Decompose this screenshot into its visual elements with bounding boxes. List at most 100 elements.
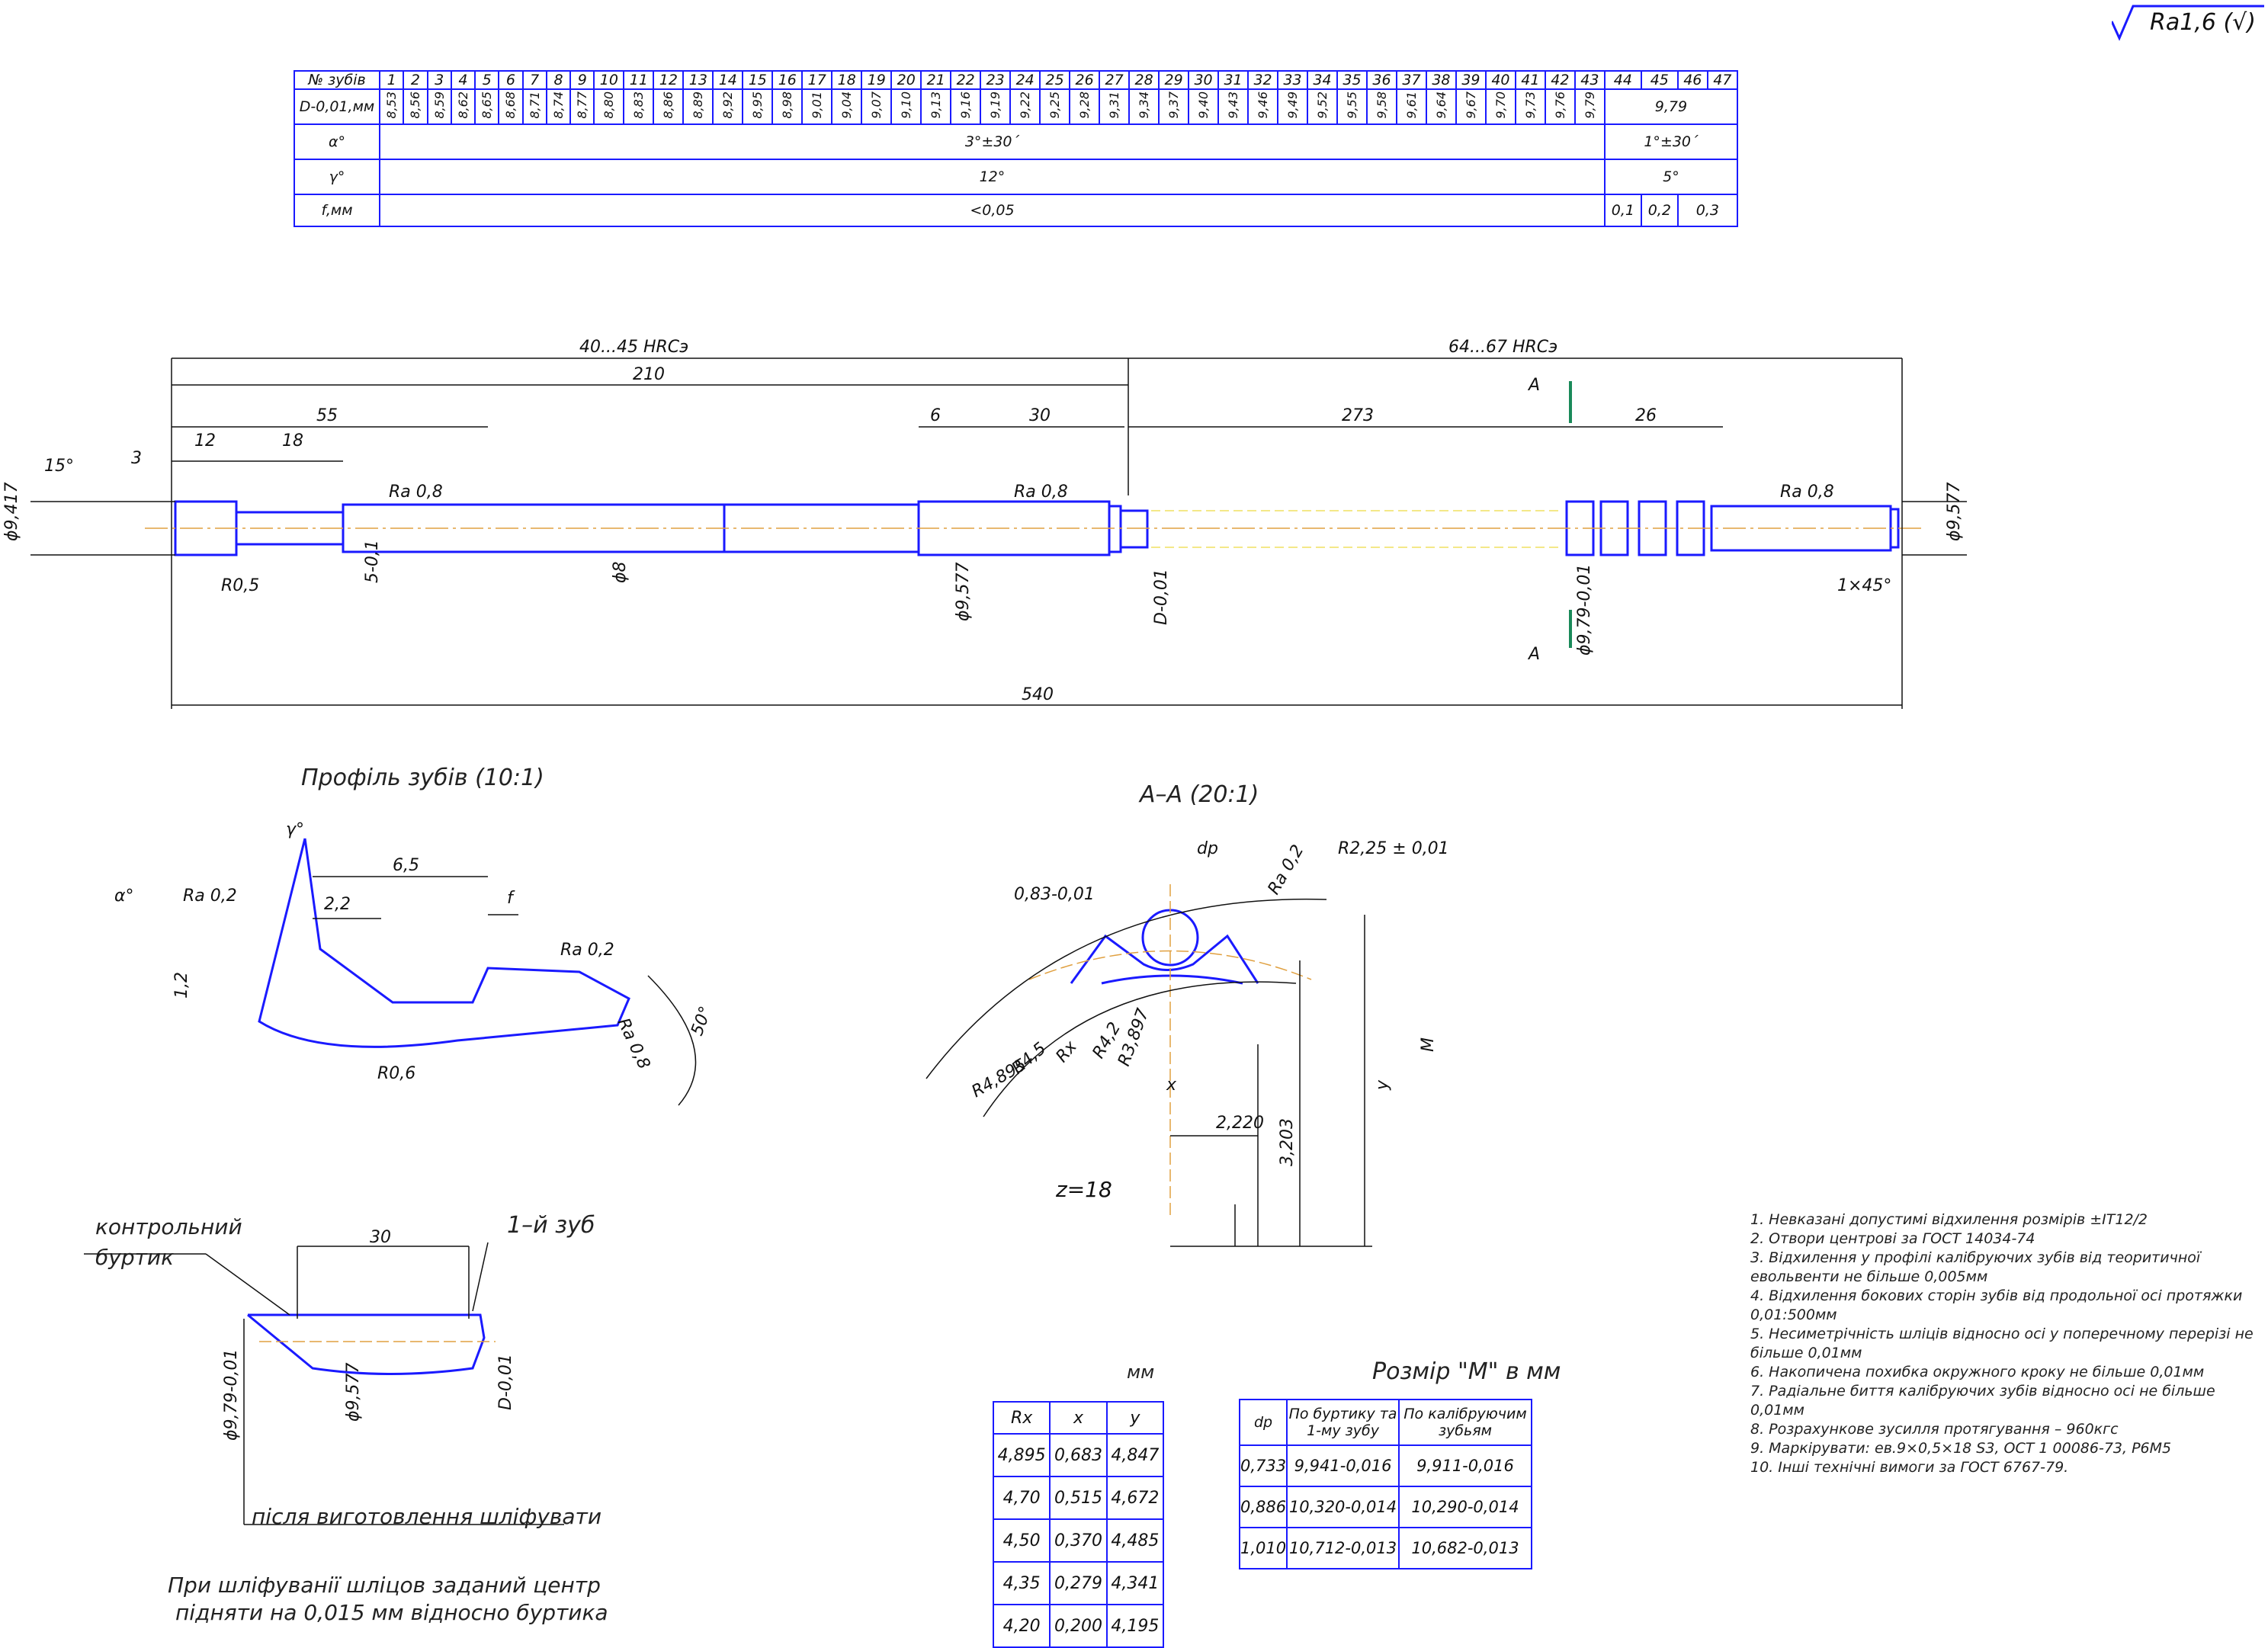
dim-540: 540 bbox=[1022, 685, 1054, 704]
tooth-number: 29 bbox=[1158, 70, 1190, 90]
tooth-number: 47 bbox=[1706, 70, 1739, 90]
roughness-check-icon bbox=[2112, 5, 2264, 41]
broach-main-view: 40...45 HRCэ 64...67 HRCэ 210 273 26 55 … bbox=[2, 338, 1967, 709]
dim-18: 18 bbox=[282, 431, 303, 450]
label-rx: Rx bbox=[1052, 1037, 1081, 1066]
tooth-number: 20 bbox=[890, 70, 922, 90]
note-item: 2. Отвори центрові за ГОСТ 14034-74 bbox=[1750, 1230, 2035, 1247]
label-dp: dp bbox=[1197, 839, 1218, 858]
tooth-number: 11 bbox=[623, 70, 655, 90]
label-first-tooth: 1–й зуб bbox=[507, 1212, 595, 1239]
tooth-diameter: 9,61 bbox=[1395, 88, 1427, 125]
tooth-diameter: 9,67 bbox=[1455, 88, 1487, 125]
label-y3203: 3,203 bbox=[1278, 1118, 1297, 1166]
table-cell: 4,847 bbox=[1105, 1433, 1165, 1477]
tooth-diameter: 9,49 bbox=[1277, 88, 1309, 125]
tooth-number: 10 bbox=[593, 70, 625, 90]
tooth-number: 19 bbox=[861, 70, 893, 90]
tooth-number: 36 bbox=[1365, 70, 1397, 90]
label-ra02-1: Ra 0,2 bbox=[183, 887, 237, 906]
teeth-row-alpha: α°3°±30´1°±30´ bbox=[294, 123, 1739, 160]
tooth-diameter: 9,16 bbox=[950, 88, 982, 125]
header-cell: y bbox=[1105, 1401, 1165, 1435]
header-cell: dp bbox=[1238, 1399, 1288, 1446]
roughness-ra08-1: Ra 0,8 bbox=[389, 483, 443, 502]
note-item: 1. Невказані допустимі відхилення розмір… bbox=[1750, 1211, 2148, 1228]
row-label: № зубів bbox=[294, 70, 380, 90]
tooth-diameter: 9,73 bbox=[1514, 88, 1546, 125]
tooth-number: 8 bbox=[545, 70, 572, 90]
tooth-diameter: 8,89 bbox=[682, 88, 714, 125]
collar-dim-30: 30 bbox=[370, 1228, 391, 1247]
tooth-diameter: 9,19 bbox=[980, 88, 1012, 125]
dim-chamfer: 1×45° bbox=[1837, 576, 1891, 595]
label-pitch: 6,5 bbox=[393, 856, 419, 875]
dim-dia-left: ϕ9,417 bbox=[2, 483, 21, 542]
row-label: f,мм bbox=[294, 194, 380, 227]
table-cell: 4,70 bbox=[992, 1476, 1051, 1520]
tooth-number: 35 bbox=[1336, 70, 1368, 90]
tooth-number: 43 bbox=[1573, 70, 1606, 90]
section-a-a-view: dp Ra 0,2 R2,25 ± 0,01 0,83-0,01 R3,897 … bbox=[925, 839, 1449, 1247]
tooth-number: 30 bbox=[1188, 70, 1220, 90]
f-calib: 0,1 bbox=[1603, 194, 1642, 227]
dim-r05: R0,5 bbox=[221, 576, 259, 595]
tooth-number: 22 bbox=[950, 70, 982, 90]
tooth-diameter: 9,37 bbox=[1158, 88, 1190, 125]
tooth-diameter: 9,31 bbox=[1099, 88, 1131, 125]
label-f: f bbox=[507, 889, 515, 908]
tooth-number: 31 bbox=[1217, 70, 1249, 90]
row-label: γ° bbox=[294, 159, 380, 195]
tooth-diameter: 8,62 bbox=[450, 88, 476, 125]
tooth-diameter: 9,70 bbox=[1484, 88, 1516, 125]
dim-dia9577: ϕ9,577 bbox=[954, 563, 973, 622]
section-mark-bottom: A bbox=[1527, 645, 1540, 664]
label-ra02-2: Ra 0,2 bbox=[560, 941, 614, 960]
tooth-number: 13 bbox=[682, 70, 714, 90]
tooth-number: 27 bbox=[1099, 70, 1131, 90]
tooth-diameter: 9,25 bbox=[1039, 88, 1071, 125]
table-cell: 0,886 bbox=[1238, 1486, 1288, 1528]
tooth-number: 12 bbox=[653, 70, 685, 90]
tooth-number: 44 bbox=[1603, 70, 1642, 90]
dim-26: 26 bbox=[1635, 406, 1657, 425]
tooth-diameter: 8,98 bbox=[772, 88, 804, 125]
label-ra02: Ra 0,2 bbox=[1265, 842, 1308, 898]
table-cell: 4,20 bbox=[992, 1604, 1051, 1648]
dim-12: 12 bbox=[194, 431, 216, 450]
tooth-number: 34 bbox=[1307, 70, 1338, 90]
table-cell: 4,485 bbox=[1105, 1518, 1165, 1563]
tooth-diameter: 9,07 bbox=[861, 88, 893, 125]
tooth-diameter: 8,80 bbox=[593, 88, 625, 125]
tooth-diameter: 8,59 bbox=[426, 88, 452, 125]
f-cut: <0,05 bbox=[379, 194, 1606, 227]
tooth-number: 39 bbox=[1455, 70, 1487, 90]
label-z: z=18 bbox=[1055, 1177, 1112, 1202]
tooth-diameter: 9,76 bbox=[1544, 88, 1576, 125]
tooth-diameter: 9,34 bbox=[1128, 88, 1160, 125]
dim-angle-15: 15° bbox=[44, 457, 74, 476]
alpha-cut: 3°±30´ bbox=[379, 123, 1606, 160]
label-x: x bbox=[1166, 1076, 1177, 1095]
note-item: 10. Інші технічні вимоги за ГОСТ 6767-79… bbox=[1750, 1459, 2069, 1476]
tooth-number: 28 bbox=[1128, 70, 1160, 90]
dim-s5: 5-0,1 bbox=[363, 540, 382, 583]
label-ra08: Ra 0,8 bbox=[614, 1015, 654, 1072]
tooth-number: 1 bbox=[378, 70, 405, 90]
dim-210: 210 bbox=[633, 365, 665, 384]
table-cell: 9,911-0,016 bbox=[1397, 1444, 1533, 1487]
tooth-number: 18 bbox=[831, 70, 863, 90]
header-cell: Rx bbox=[992, 1401, 1051, 1435]
table-cell: 4,35 bbox=[992, 1561, 1051, 1605]
tooth-number: 15 bbox=[742, 70, 774, 90]
